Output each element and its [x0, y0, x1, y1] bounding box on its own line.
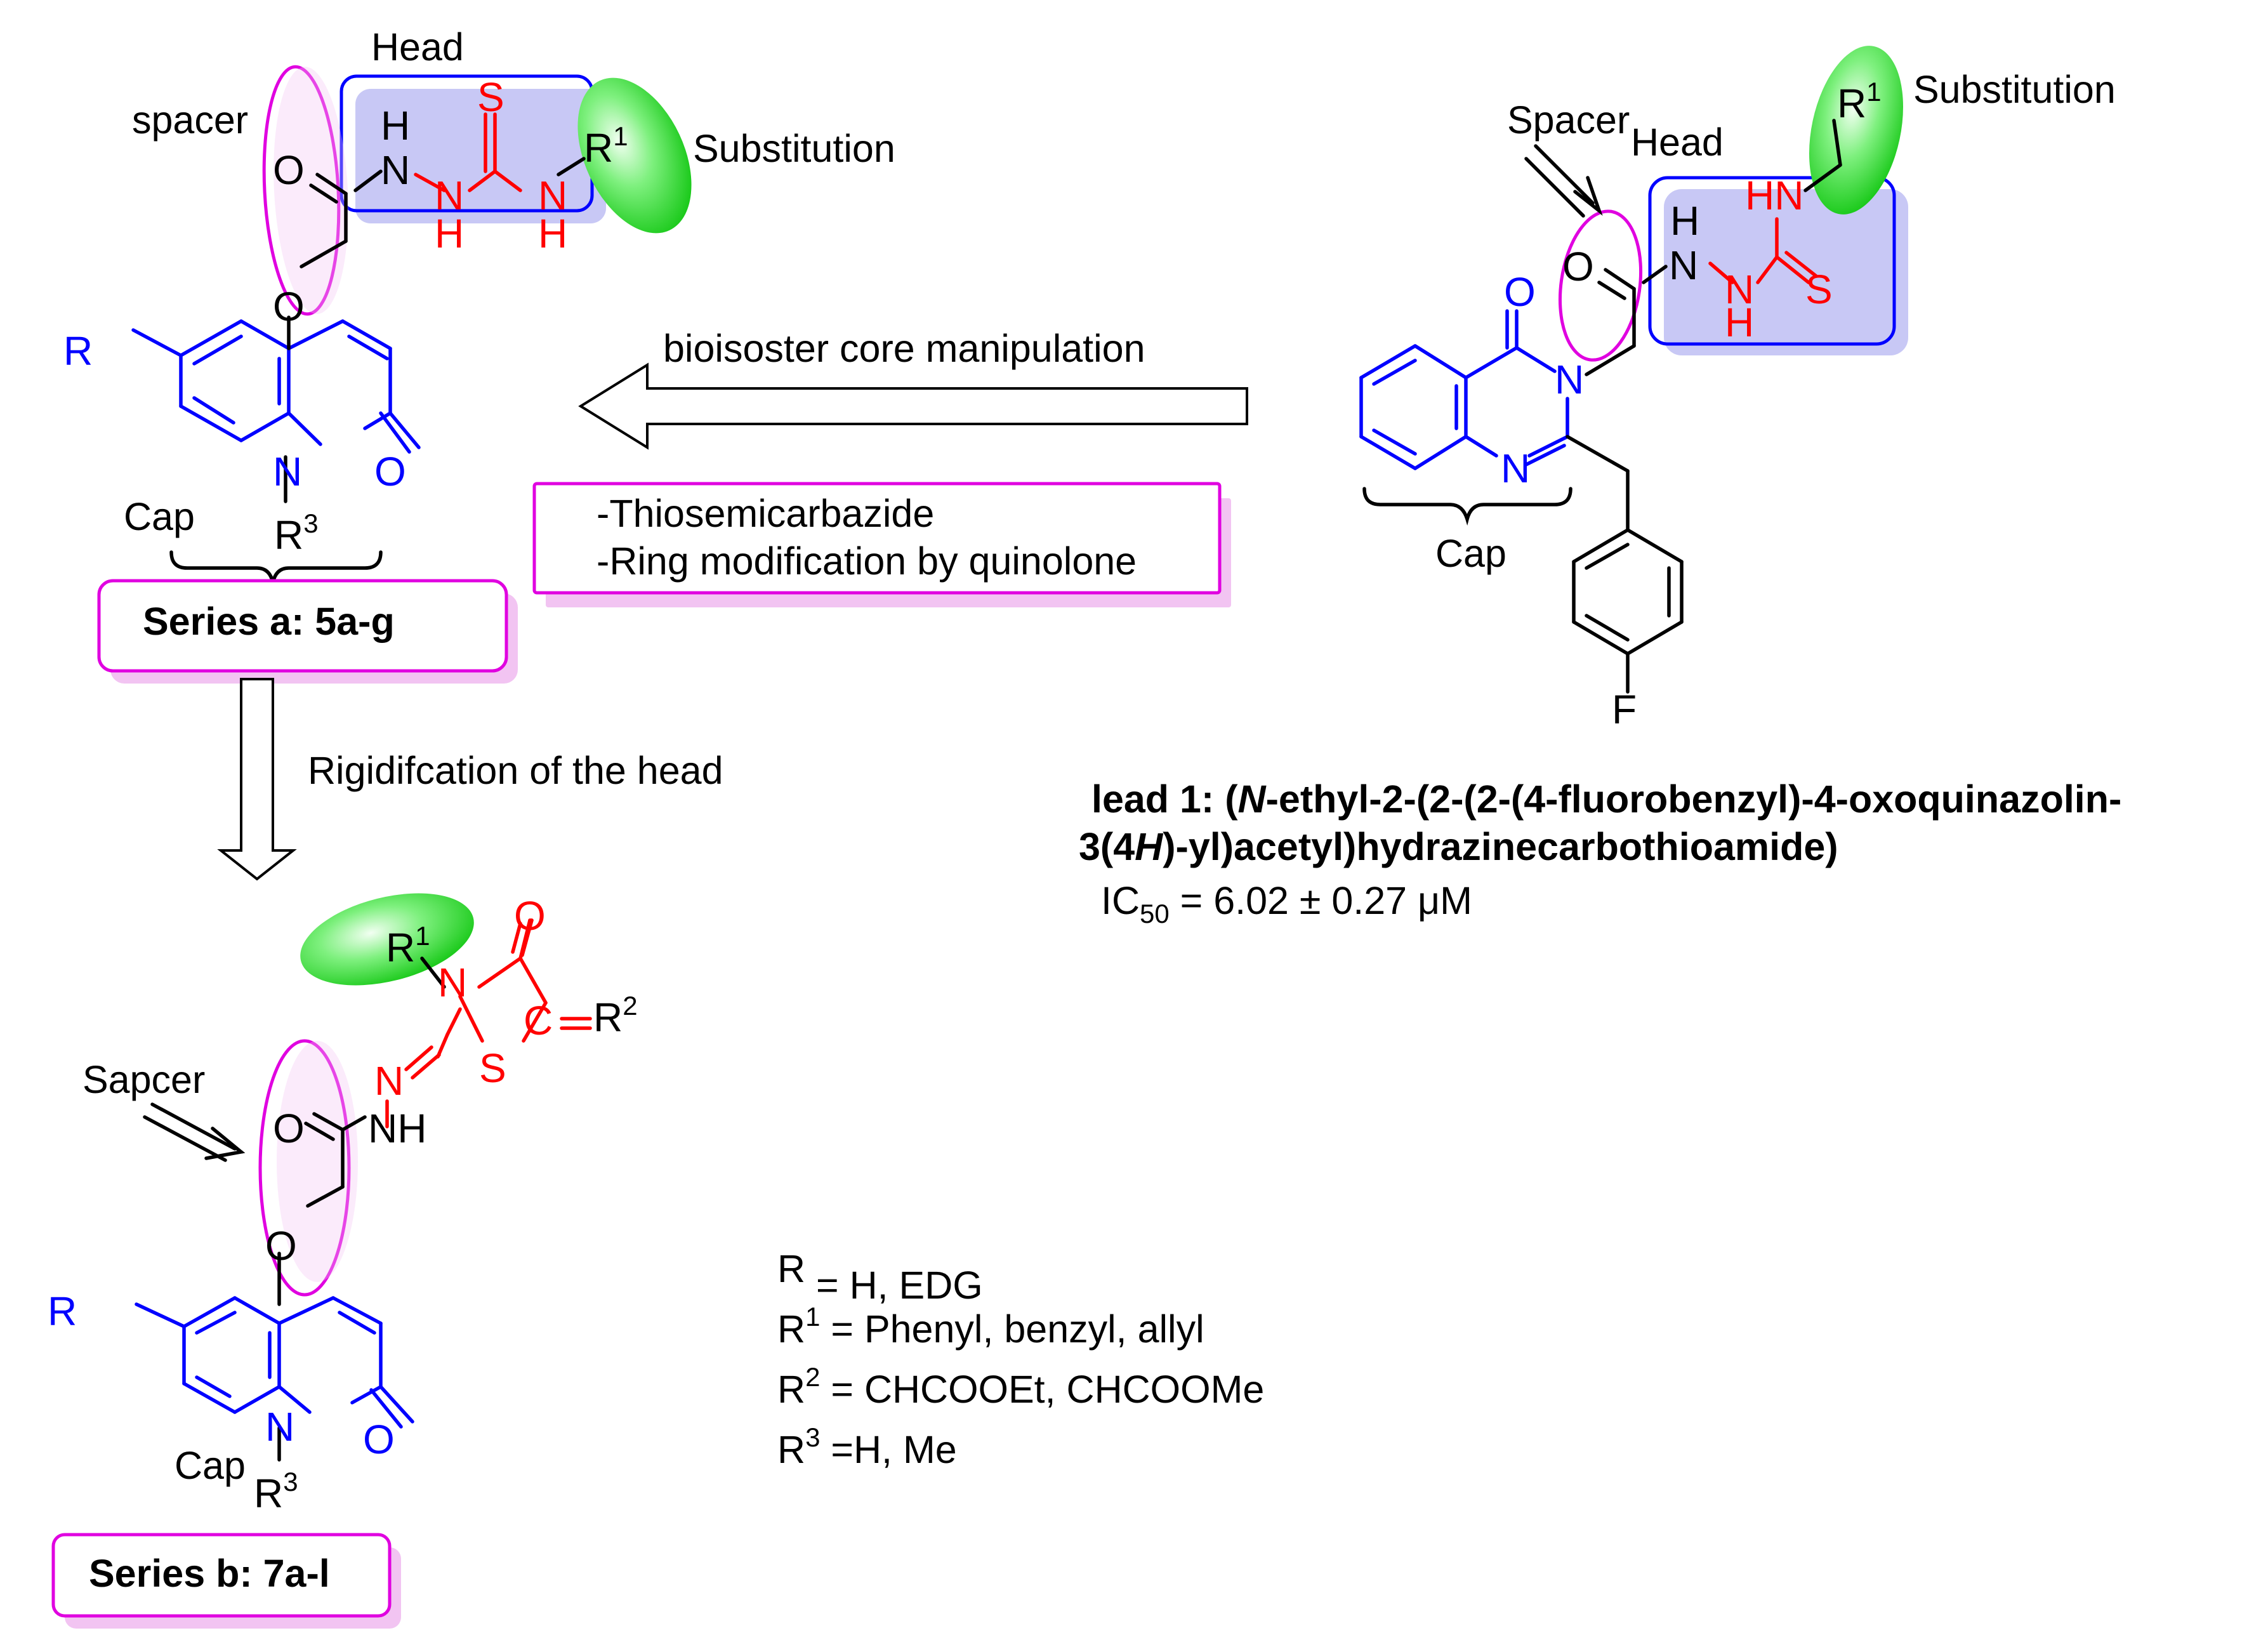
atom-n2-left: N: [435, 173, 464, 218]
label-cap-bottom: Cap: [175, 1444, 246, 1487]
atom-n-hydrazide-left: N: [381, 147, 410, 193]
atom-nh-bottom: NH: [368, 1106, 426, 1151]
atom-h-hydrazide-left: H: [381, 103, 410, 149]
label-sapcer: Sapcer: [82, 1058, 205, 1101]
atom-r-left: R: [63, 328, 93, 374]
atom-o-thiazol-bottom: O: [514, 893, 546, 939]
atom-s-right: S: [1805, 267, 1833, 312]
series-a-label: Series a: 5a-g: [143, 600, 395, 643]
ic50-value: IC50 = 6.02 ± 0.27 μM: [1101, 879, 1472, 929]
series-b-box: [51, 1533, 392, 1618]
atom-f-right: F: [1612, 687, 1637, 732]
spacer-ring-right: [1558, 209, 1643, 362]
atom-h3-left: H: [538, 211, 567, 256]
atom-o2-left: O: [374, 449, 406, 494]
series-a-box: [97, 579, 508, 673]
atom-r1-left: R1: [584, 121, 628, 171]
atom-o-carbonyl-left: O: [273, 147, 305, 193]
label-cap-left: Cap: [124, 495, 195, 538]
label-rigidification: Rigidifcation of the head: [308, 749, 723, 792]
atom-o-ether-bottom: O: [265, 1223, 297, 1269]
atom-n3-left: N: [538, 173, 567, 218]
atom-hn-right: HN: [1745, 173, 1803, 218]
spacer-ring-bottom: [258, 1039, 351, 1297]
down-hollow-arrow: [217, 678, 297, 881]
atom-n1-bottom: N: [265, 1404, 294, 1450]
atom-h2-right: H: [1725, 300, 1754, 345]
label-cap-right: Cap: [1435, 532, 1507, 575]
rigidification-arrow-group: Rigidifcation of the head: [217, 678, 723, 881]
definition-r1: R1 = Phenyl, benzyl, allyl: [777, 1302, 1204, 1351]
head-box-shadow: [355, 89, 606, 223]
atom-r3-bottom: R3: [254, 1467, 298, 1516]
atom-o2-bottom: O: [363, 1417, 395, 1462]
atom-r1-bottom: R1: [386, 921, 430, 970]
label-head-left: Head: [371, 25, 464, 69]
atom-h-hydrazide-right: H: [1670, 198, 1699, 244]
lead-name-line1: lead 1: (N-ethyl-2-(2-(2-(4-fluorobenzyl…: [1091, 777, 2121, 821]
atom-h2-left: H: [435, 211, 464, 256]
lead-name-line2: 3(4H)-yl)acetyl)hydrazinecarbothioamide): [1079, 825, 1838, 868]
label-bioisoster: bioisoster core manipulation: [663, 327, 1145, 370]
atom-n-hydrazide-right: N: [1669, 242, 1698, 288]
atom-n2-right: N: [1725, 267, 1754, 312]
cap-brace-right: [1362, 487, 1572, 526]
atom-c5-bottom: C: [524, 998, 553, 1043]
definition-r: R = H, EDG: [777, 1247, 983, 1307]
label-head-right: Head: [1631, 121, 1724, 164]
definition-r2: R2 = CHCOOEt, CHCOOMe: [777, 1362, 1264, 1411]
label-spacer-left: spacer: [132, 98, 248, 142]
head-box-right: [1648, 176, 1896, 346]
atom-o-c4-right: O: [1504, 269, 1536, 315]
bioisoster-arrow-group: bioisoster core manipulation -Thiosemica…: [532, 327, 1248, 607]
atom-s-bottom: S: [479, 1045, 506, 1091]
atom-r2-bottom: R2: [593, 991, 638, 1040]
label-substitution-right: Substitution: [1913, 68, 2116, 111]
atom-n1-left: N: [273, 449, 302, 494]
atom-r3-left: R3: [274, 508, 319, 558]
atom-o-carbonyl-right: O: [1562, 244, 1594, 289]
atom-n-imine-bottom: N: [374, 1058, 404, 1104]
atom-o-ether-left: O: [273, 284, 305, 329]
atom-n3-right: N: [1555, 357, 1584, 402]
modification-box: [532, 482, 1222, 595]
series-a-structure: R N O O O N H N H S N H R1 R3 Head space…: [63, 25, 895, 684]
atom-r1-right: R1: [1837, 77, 1882, 126]
definition-r3: R3 =H, Me: [777, 1422, 957, 1471]
atom-s-left: S: [477, 74, 504, 120]
substitution-ellipse-bottom: [300, 893, 474, 986]
sapcer-pointer: [150, 1102, 237, 1151]
substituent-definitions: R = H, EDG R1 = Phenyl, benzyl, allyl R2…: [777, 1247, 1264, 1471]
label-spacer-right: Spacer: [1507, 98, 1630, 142]
label-substitution-left: Substitution: [693, 127, 895, 170]
label-mod-line2: -Ring modification by quinolone: [597, 539, 1137, 583]
series-b-structure: O N C S N R2 R1 NH O O R N O R3 Sapcer C…: [48, 893, 638, 1629]
atom-o-carbonyl-bottom: O: [273, 1106, 305, 1151]
spacer-pointer-right: [1534, 144, 1595, 205]
left-hollow-arrow: [578, 362, 1248, 450]
atom-n1-right: N: [1501, 446, 1530, 491]
series-b-label: Series b: 7a-l: [89, 1552, 330, 1595]
atom-n-thiazol-bottom: N: [438, 960, 467, 1005]
substitution-ellipse-left: [577, 77, 692, 234]
lead-1-structure: O N N O N H N H S HN F R1 Spacer Head Su…: [1079, 46, 2121, 929]
label-mod-line1: -Thiosemicarbazide: [597, 492, 934, 535]
atom-r-bottom: R: [48, 1288, 77, 1334]
